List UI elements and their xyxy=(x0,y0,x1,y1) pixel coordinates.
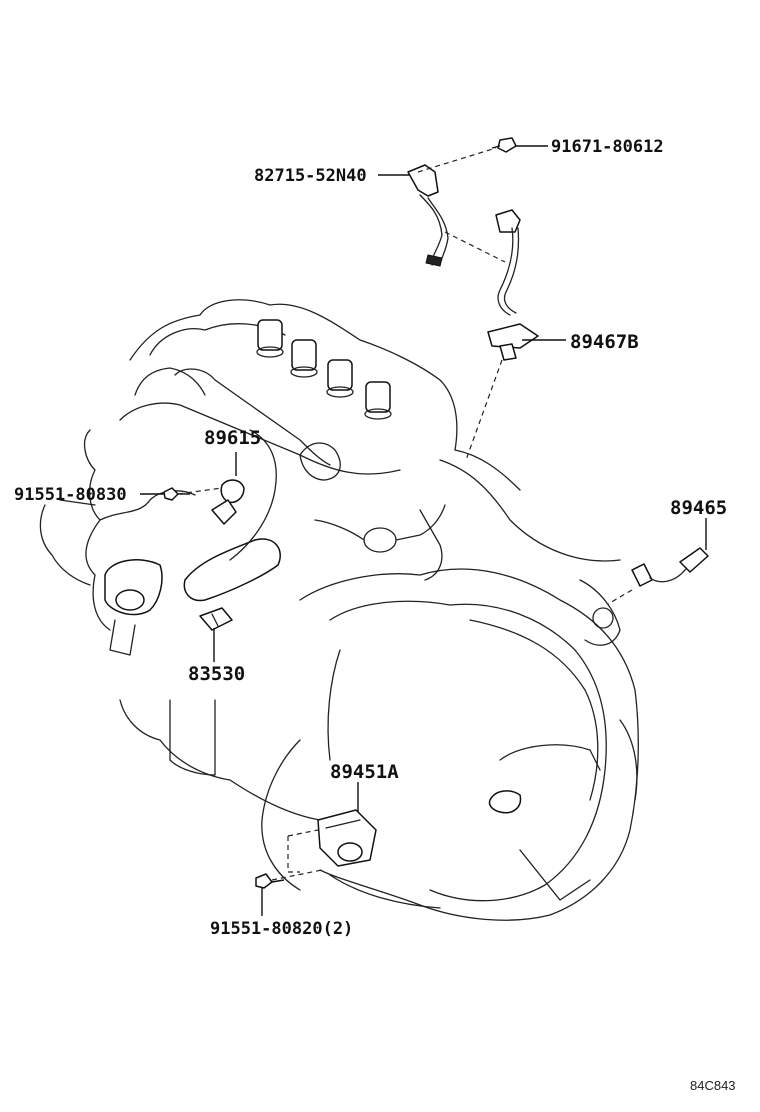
label-89451a[interactable]: 89451A xyxy=(330,761,399,783)
label-82715-52n40[interactable]: 82715-52N40 xyxy=(254,166,367,186)
air-fuel-ratio-sensor xyxy=(487,209,539,361)
bolt-91671 xyxy=(491,137,517,153)
bolt-91551-80820 xyxy=(255,873,285,889)
label-89465[interactable]: 89465 xyxy=(670,497,727,519)
label-89467b[interactable]: 89467B xyxy=(570,331,639,353)
label-83530[interactable]: 83530 xyxy=(188,663,245,685)
label-91671-80612[interactable]: 91671-80612 xyxy=(551,137,664,157)
bolt-91551-80830 xyxy=(163,487,190,501)
label-91551-80820[interactable]: 91551-80820(2) xyxy=(210,919,353,939)
label-89615[interactable]: 89615 xyxy=(204,427,261,449)
label-91551-80830[interactable]: 91551-80830 xyxy=(14,485,127,505)
oxygen-sensor xyxy=(631,547,709,587)
leader-lines xyxy=(140,145,707,916)
oil-pressure-switch xyxy=(199,607,233,631)
engine-assembly-drawing xyxy=(39,299,639,921)
position-sensor xyxy=(317,809,377,867)
figure-code: 84C843 xyxy=(690,1078,736,1093)
knock-sensor xyxy=(211,479,245,525)
harness-clamp-part xyxy=(407,164,449,267)
